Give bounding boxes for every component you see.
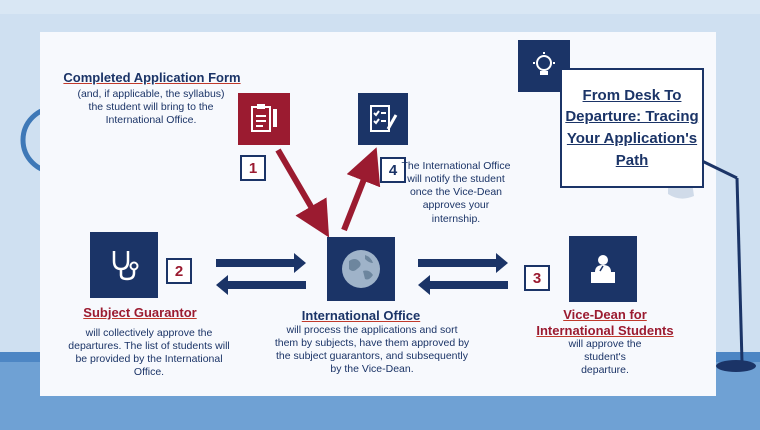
center-text: will process the applications and sort t… bbox=[274, 324, 470, 376]
step-1-text: (and, if applicable, the syllabus) the s… bbox=[77, 88, 225, 127]
lectern-speaker-icon bbox=[591, 255, 615, 283]
lightbulb-icon bbox=[533, 52, 555, 75]
arrow-form-to-office bbox=[275, 148, 330, 238]
step-3-icon-tile bbox=[569, 236, 637, 302]
step-3-heading: Vice-Dean for International Students bbox=[536, 307, 674, 338]
arrows-office-guarantor bbox=[216, 253, 306, 295]
globe-icon bbox=[342, 250, 380, 288]
step-2-icon-tile bbox=[90, 232, 158, 298]
step-4-icon-tile bbox=[358, 93, 408, 145]
step-3-text: will approve the student's departure. bbox=[568, 338, 642, 377]
step-4-number: 4 bbox=[380, 157, 406, 183]
clipboard-form-icon bbox=[251, 104, 277, 132]
step-3-number: 3 bbox=[524, 265, 550, 291]
arrows-office-vicedean bbox=[418, 253, 508, 295]
center-heading: International Office bbox=[301, 308, 421, 323]
center-icon-tile bbox=[327, 237, 395, 301]
step-2-text: will collectively approve the departures… bbox=[68, 327, 230, 379]
step-4-text: The International Office will notify the… bbox=[401, 160, 511, 225]
title-box: From Desk To Departure: Tracing Your App… bbox=[560, 68, 704, 188]
step-1-heading: Completed Application Form bbox=[63, 70, 241, 85]
step-1-icon-tile bbox=[238, 93, 290, 145]
step-2-number: 2 bbox=[166, 258, 192, 284]
step-2-heading: Subject Guarantor bbox=[83, 305, 197, 320]
stethoscope-icon bbox=[112, 251, 139, 281]
page-title: From Desk To Departure: Tracing Your App… bbox=[565, 86, 699, 169]
step-1-number: 1 bbox=[240, 155, 266, 181]
top-band bbox=[0, 0, 760, 14]
arrow-office-to-notify bbox=[341, 147, 381, 232]
checklist-pen-icon bbox=[370, 105, 398, 132]
